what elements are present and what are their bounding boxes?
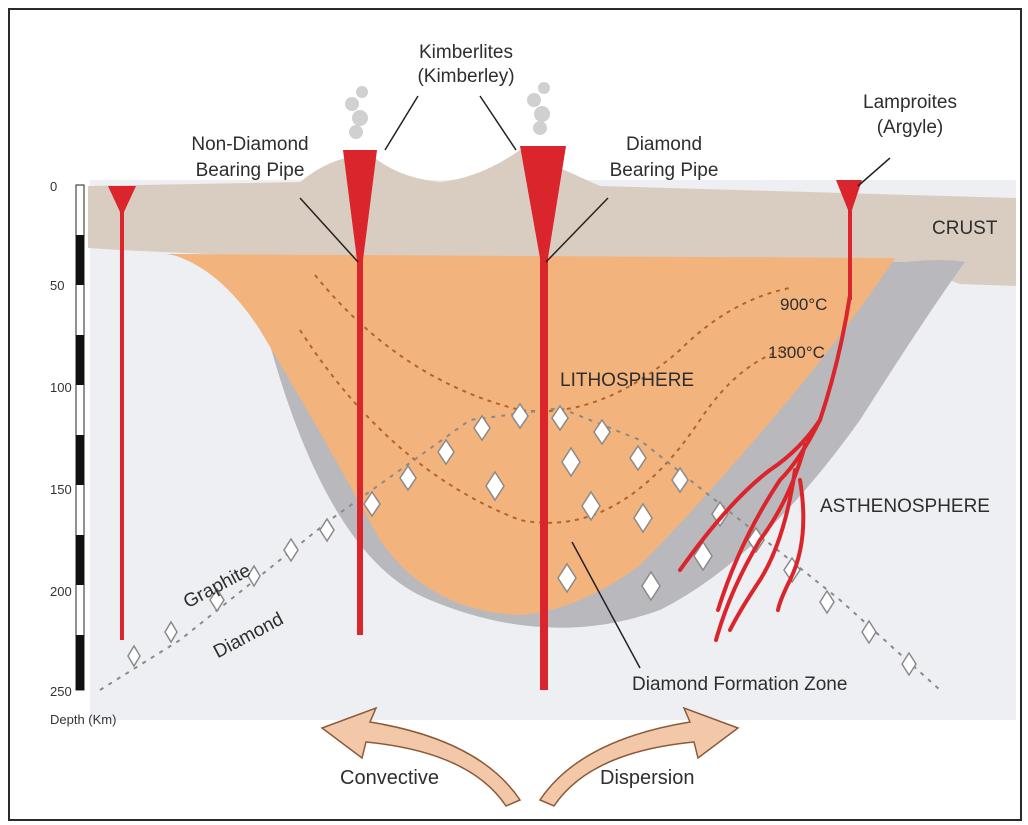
depth-tick-50: 50	[50, 278, 64, 293]
depth-band-4	[76, 535, 84, 585]
kimberlites-label: Kimberlites	[419, 42, 513, 63]
crust-label: CRUST	[932, 218, 998, 239]
depth-tick-200: 200	[50, 584, 72, 599]
diamond-pipe-sublabel: Bearing Pipe	[610, 160, 719, 181]
depth-band-5	[76, 635, 84, 690]
depth-tick-0: 0	[50, 179, 57, 194]
depth-tick-250: 250	[50, 684, 72, 699]
dispersion-label: Dispersion	[600, 767, 694, 789]
depth-tick-100: 100	[50, 380, 72, 395]
depth-band-3	[76, 435, 84, 485]
convective-label: Convective	[340, 767, 439, 789]
smoke-puffs	[345, 82, 550, 139]
isotherm-900-label: 900°C	[780, 295, 827, 314]
diamond-formation-zone-label: Diamond Formation Zone	[632, 674, 847, 695]
non-diamond-pipe-sublabel: Bearing Pipe	[196, 160, 305, 181]
convective-arrow	[322, 708, 520, 806]
isotherm-1300-label: 1300°C	[768, 343, 825, 362]
non-diamond-pipe-label: Non-Diamond	[191, 134, 308, 155]
depth-band-2	[76, 335, 84, 385]
lamproites-label: Lamproites	[863, 92, 957, 113]
depth-scale-title: Depth (Km)	[50, 712, 116, 727]
diamond-pipe-label: Diamond	[626, 134, 702, 155]
depth-tick-150: 150	[50, 482, 72, 497]
dispersion-arrow	[540, 708, 738, 806]
lamproites-sublabel: (Argyle)	[877, 117, 944, 138]
lithosphere-label: LITHOSPHERE	[560, 370, 694, 391]
kimberlites-sublabel: (Kimberley)	[417, 66, 514, 87]
depth-band-1	[76, 235, 84, 285]
flow-arrows	[322, 708, 738, 806]
asthenosphere-label: ASTHENOSPHERE	[820, 496, 990, 517]
